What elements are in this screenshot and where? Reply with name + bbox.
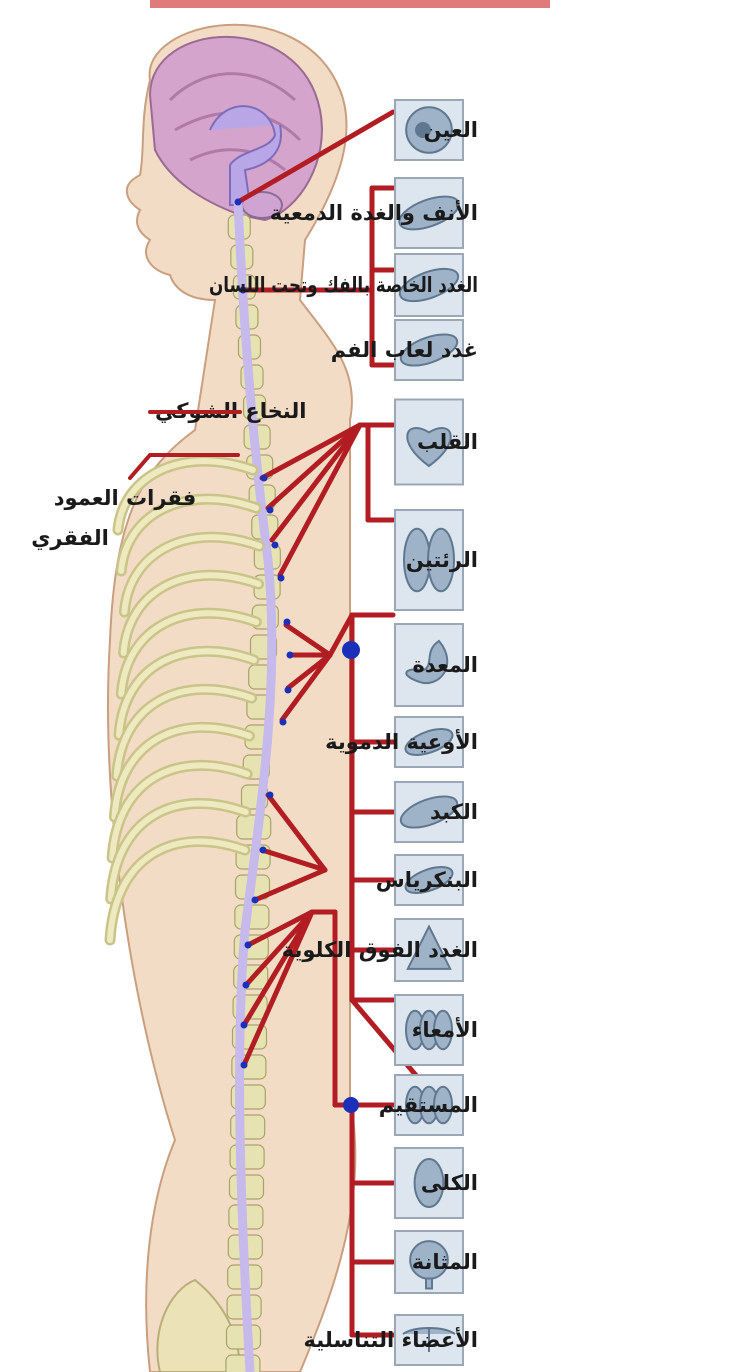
organ-label: المستقيم — [379, 1093, 478, 1117]
organ-label: الكلى — [421, 1171, 478, 1195]
nerve-node — [267, 507, 274, 514]
organ-row: الأعضاء التناسلية — [304, 1315, 478, 1365]
organ-row: المثانة — [395, 1231, 478, 1293]
vertebrae-label-line1: فقرات العمود — [54, 486, 197, 510]
nerve-node — [285, 687, 292, 694]
nerve-node — [241, 1022, 248, 1029]
nerve-node — [241, 1062, 248, 1069]
organ-label: الكبد — [430, 800, 478, 824]
organ-label: القلب — [417, 430, 478, 454]
organ-label: العين — [424, 118, 478, 142]
organ-label: غدد لعاب الفم — [331, 338, 478, 362]
title-strip — [150, 0, 550, 8]
nerve-node — [280, 719, 287, 726]
vertebra — [230, 1145, 264, 1169]
nerve-node — [267, 792, 274, 799]
organ-label: البنكرياس — [376, 868, 478, 892]
organ-label: الأمعاء — [412, 1016, 478, 1042]
organ-label: الغدد الفوق الكلوية — [282, 938, 478, 962]
nerve-node — [342, 641, 360, 659]
nerve-node — [252, 897, 259, 904]
nerve-node — [243, 982, 250, 989]
organ-row: الكلى — [395, 1148, 478, 1218]
nerve-node — [272, 542, 279, 549]
organ-row: البنكرياس — [376, 855, 478, 905]
organ-row: الرئتين — [395, 510, 478, 610]
organ-label: المثانة — [412, 1250, 478, 1274]
vertebra — [230, 1175, 264, 1199]
organ-row: المعدة — [395, 624, 478, 706]
vertebra — [226, 1355, 260, 1372]
organ-label: الرئتين — [406, 548, 478, 572]
nerve-node — [287, 652, 294, 659]
nerve-node — [278, 575, 285, 582]
organ-row: الكبد — [395, 782, 478, 842]
organ-row: القلب — [395, 400, 478, 485]
organ-label: الأعضاء التناسلية — [304, 1326, 478, 1352]
nerve-node — [245, 942, 252, 949]
organ-label: الغدد الخاصة بالفك وتحت اللسان — [209, 273, 478, 297]
organ-label: الأنف والغدة الدمعية — [270, 199, 478, 225]
vertebrae-label-line2: الفقري — [31, 526, 109, 551]
nerve-node — [235, 199, 242, 206]
organ-label: الأوعية الدموية — [325, 728, 478, 754]
organ-row: غدد لعاب الفم — [331, 320, 478, 380]
bladder-neck — [426, 1278, 432, 1288]
organ-row: العين — [395, 100, 478, 160]
organ-row: الأمعاء — [395, 995, 478, 1065]
nerve-node — [343, 1097, 359, 1113]
nerve-node — [261, 475, 268, 482]
organ-label: المعدة — [412, 653, 478, 677]
nerve-node — [284, 619, 291, 626]
nerve-node — [260, 847, 267, 854]
organ-row: المستقيم — [379, 1075, 478, 1135]
